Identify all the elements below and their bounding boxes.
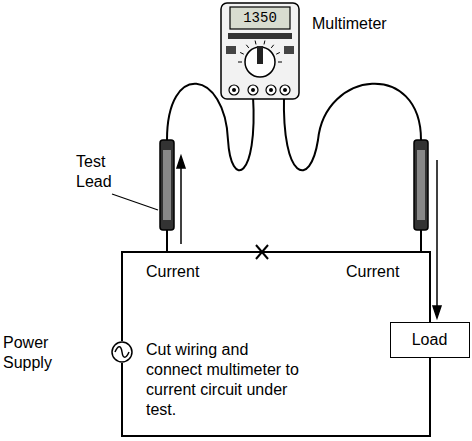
load-label: Load	[391, 330, 468, 350]
multimeter: 1350Multimeter	[220, 2, 300, 100]
test-probe	[414, 140, 428, 251]
circuit-wire	[122, 252, 430, 341]
test-lead-cable	[284, 84, 421, 171]
part-label: Test Lead	[76, 152, 132, 192]
note-text: Cut wiring and connect multimeter to cur…	[146, 340, 306, 420]
part-label: Multimeter	[312, 14, 422, 34]
current-arrow	[177, 156, 185, 244]
ac-source-symbol	[111, 341, 133, 363]
load-box: Load	[390, 322, 470, 358]
part-label: Power Supply	[3, 333, 65, 373]
power-supply-symbol: Power Supply	[111, 341, 133, 363]
test-probe	[160, 140, 174, 251]
current-label: Current	[346, 262, 426, 282]
display-reading: 1350	[232, 9, 288, 27]
current-arrow	[433, 160, 441, 318]
current-label: Current	[146, 262, 226, 282]
leader-line	[112, 194, 158, 210]
